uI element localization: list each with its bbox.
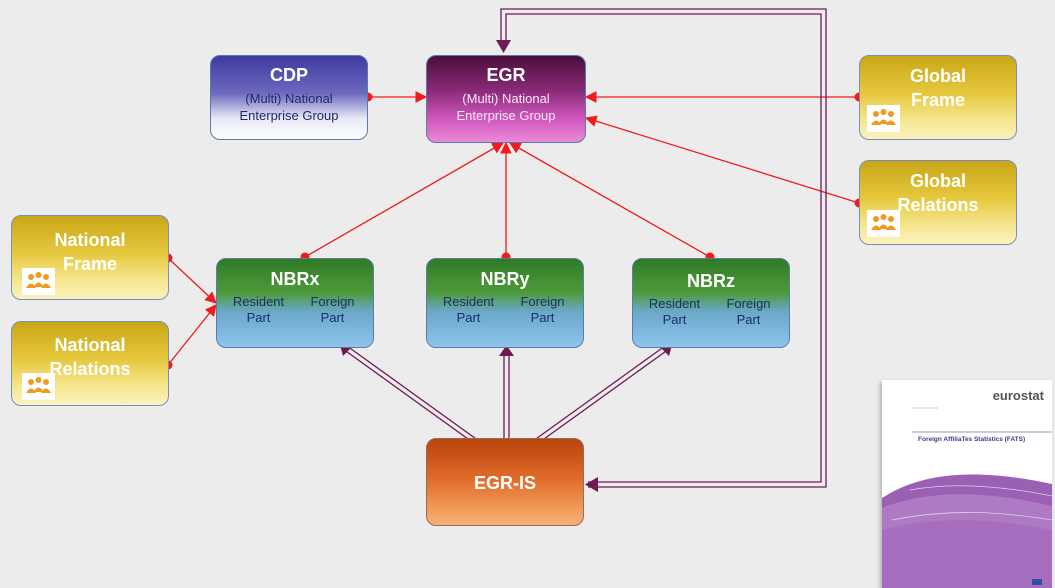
nbrx-title: NBRx bbox=[270, 269, 320, 289]
nbry-foreign-part: Foreign Part bbox=[520, 294, 565, 325]
egris-box: EGR-IS bbox=[426, 438, 584, 526]
egr-title: EGR bbox=[486, 65, 526, 85]
global-relations-line1: Global bbox=[909, 171, 966, 191]
link-nbrz-egr bbox=[508, 142, 711, 258]
nbry-resident-part: Resident Part bbox=[442, 294, 495, 325]
link-globalrelations-egr bbox=[584, 115, 860, 204]
people-icon bbox=[22, 373, 55, 400]
link-egris-loop-outer bbox=[500, 8, 827, 488]
global-frame-box: Global Frame bbox=[859, 55, 1017, 140]
people-icon bbox=[867, 105, 900, 132]
egris-title: EGR-IS bbox=[473, 473, 536, 493]
global-relations-line2: Relations bbox=[897, 195, 979, 215]
national-frame-box: National Frame bbox=[11, 215, 169, 300]
nbrx-box: NBRx Resident Part Foreign Part bbox=[216, 258, 374, 348]
national-frame-line1: National bbox=[54, 230, 126, 250]
cdp-line1: (Multi) National bbox=[245, 91, 333, 106]
link-nationalframe-nbrx bbox=[167, 257, 217, 304]
global-frame-line2: Frame bbox=[910, 90, 966, 110]
link-nbrx-egr bbox=[304, 142, 505, 258]
egr-line1: (Multi) National bbox=[462, 91, 550, 106]
nbry-title: NBRy bbox=[480, 269, 530, 289]
cover-artwork bbox=[882, 407, 1052, 588]
global-frame-line1: Global bbox=[909, 66, 966, 86]
nbry-box: NBRy Resident Part Foreign Part bbox=[426, 258, 584, 348]
egr-box: EGR (Multi) National Enterprise Group bbox=[426, 55, 586, 143]
fats-manual-cover: eurostat Foreign AffiliaTes Statistics (… bbox=[882, 380, 1052, 588]
national-relations-line2: Relations bbox=[49, 359, 131, 379]
nbrz-foreign-part: Foreign Part bbox=[726, 296, 771, 327]
national-relations-box: National Relations bbox=[11, 321, 169, 406]
nbrx-resident-part: Resident Part bbox=[232, 294, 285, 325]
nbrz-title: NBRz bbox=[687, 271, 735, 291]
people-icon bbox=[22, 268, 55, 295]
nbrx-foreign-part: Foreign Part bbox=[310, 294, 355, 325]
nbrz-box: NBRz Resident Part Foreign Part bbox=[632, 258, 790, 348]
national-relations-line1: National bbox=[54, 335, 126, 355]
cover-brand: eurostat bbox=[992, 388, 1044, 403]
egr-line2: Enterprise Group bbox=[456, 108, 556, 123]
cdp-box: CDP (Multi) National Enterprise Group bbox=[210, 55, 368, 140]
cover-title: Foreign AffiliaTes Statistics (FATS) bbox=[918, 436, 1026, 443]
link-egris-loop-inner bbox=[505, 13, 822, 483]
arrowhead-egr-top bbox=[496, 40, 511, 53]
global-relations-box: Global Relations bbox=[859, 160, 1017, 245]
arrowhead-nbry-bottom bbox=[499, 345, 514, 356]
arrowhead-egris-right bbox=[585, 477, 598, 492]
national-frame-line2: Frame bbox=[62, 254, 118, 274]
people-icon bbox=[867, 210, 900, 237]
link-nationalrelations-nbrx bbox=[167, 304, 217, 366]
cdp-line2: Enterprise Group bbox=[239, 108, 339, 123]
cdp-title: CDP bbox=[269, 65, 308, 85]
nbrz-resident-part: Resident Part bbox=[648, 296, 701, 327]
